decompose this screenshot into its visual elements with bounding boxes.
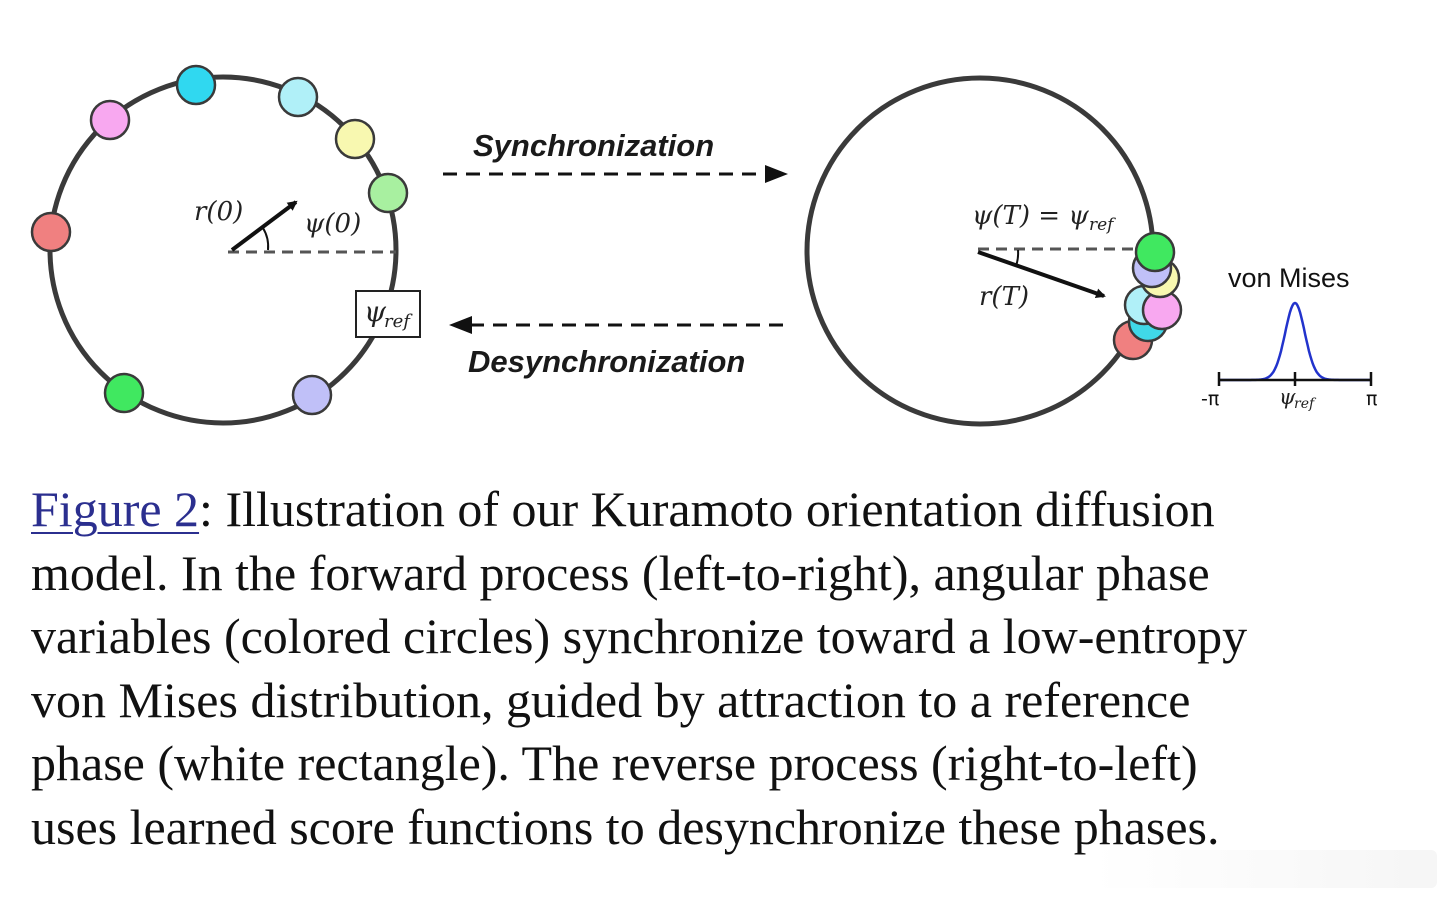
figure-caption: Figure 2: Illustration of our Kuramoto o… <box>31 478 1411 859</box>
caption-line-1-text: : Illustration of our Kuramoto orientati… <box>199 481 1215 537</box>
right-r-label: r(T) <box>979 282 1029 312</box>
von-mises-inset: von Mises -π ψ ref π <box>1201 263 1377 412</box>
right-order-parameter-arrow <box>977 250 1106 299</box>
left-oscillators <box>30 64 409 416</box>
left-order-parameter-arrow <box>230 200 298 252</box>
right-oscillator-7 <box>1134 231 1176 273</box>
von-mises-tick-left-label: -π <box>1201 388 1219 410</box>
left-oscillator-5 <box>334 118 376 160</box>
left-psi-label: ψ(0) <box>304 209 361 239</box>
left-phase-circle-group: r(0) ψ(0) ψ ref <box>30 64 421 426</box>
caption-line-3: variables (colored circles) synchronize … <box>31 608 1248 664</box>
figure-2-link[interactable]: Figure 2 <box>31 481 200 537</box>
left-oscillator-8 <box>103 372 145 414</box>
kuramoto-figure: r(0) ψ(0) ψ ref Synchronization Desynchr… <box>30 64 1377 427</box>
left-oscillator-2 <box>89 99 131 141</box>
left-oscillator-4 <box>277 76 319 118</box>
synchronization-label: Synchronization <box>473 128 714 163</box>
caption-line-2: model. In the forward process (left-to-r… <box>31 544 1210 601</box>
von-mises-tick-right-label: π <box>1366 388 1377 410</box>
left-oscillator-3 <box>175 64 217 106</box>
right-phase-circle-group: ψ(T) = ψ ref r(T) <box>804 75 1183 427</box>
watermark-overlay <box>1092 850 1437 888</box>
right-psi-eq-sub: ref <box>1089 215 1116 235</box>
left-psi-ref-sub: ref <box>384 311 413 332</box>
left-oscillator-7 <box>291 374 333 416</box>
von-mises-curve <box>1219 301 1371 382</box>
right-oscillators <box>1112 231 1183 361</box>
von-mises-title: von Mises <box>1228 263 1350 293</box>
right-psi-eq-main: ψ(T) = ψ <box>972 201 1089 231</box>
desynchronization-arrowhead <box>449 316 472 334</box>
right-angle-arc <box>1015 249 1020 267</box>
caption-line-5: phase (white rectangle). The reverse pro… <box>31 735 1198 791</box>
left-oscillator-1 <box>30 211 72 253</box>
desynchronization-label: Desynchronization <box>468 344 745 379</box>
caption-line-4: von Mises distribution, guided by attrac… <box>31 671 1191 728</box>
caption-line-1: Figure 2: Illustration of our Kuramoto o… <box>31 478 1411 542</box>
synchronization-arrowhead <box>765 165 788 183</box>
left-psi-ref-box: ψ ref <box>355 290 421 338</box>
left-angle-arc <box>262 227 270 251</box>
left-oscillator-6 <box>367 172 409 214</box>
caption-line-6: uses learned score functions to desynchr… <box>31 798 1220 855</box>
left-psi-ref-main: ψ <box>364 295 387 328</box>
von-mises-tick-mid-main: ψ <box>1279 385 1296 409</box>
left-r-label: r(0) <box>194 197 243 227</box>
von-mises-tick-mid-sub: ref <box>1294 396 1317 412</box>
